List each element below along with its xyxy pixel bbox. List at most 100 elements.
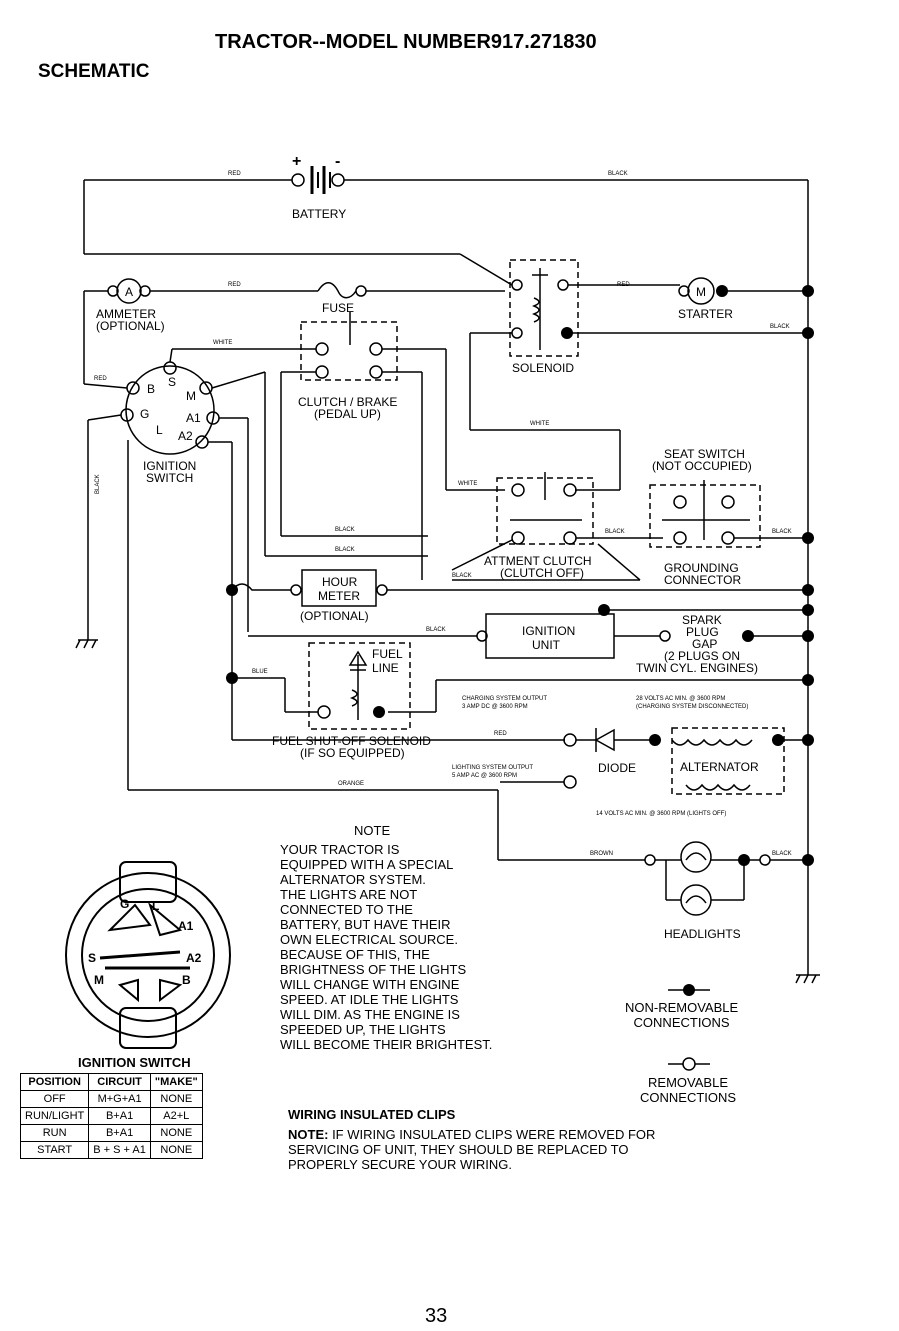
fuel-arrow	[348, 650, 368, 666]
clutch-brake-box	[300, 321, 398, 381]
ammeter-optional: (OPTIONAL)	[96, 319, 165, 333]
table-cell: M+G+A1	[88, 1090, 151, 1108]
volts-28-sub: (CHARGING SYSTEM DISCONNECTED)	[636, 704, 748, 710]
lighting-output-value: 5 AMP AC @ 3600 RPM	[452, 773, 517, 779]
grounding-sub: CONNECTOR	[664, 573, 741, 587]
table-row: RUN B+A1 NONE	[19, 1124, 203, 1142]
wire-label-orange: ORANGE	[338, 781, 364, 787]
seat-switch-box	[649, 484, 761, 548]
headlights-label: HEADLIGHTS	[664, 927, 741, 941]
hour-meter-box	[301, 569, 377, 607]
spark-plug-label-2: PLUG	[686, 625, 719, 639]
connection-dot	[802, 630, 814, 642]
wire-ign-b	[83, 383, 128, 389]
icon-label-g: G	[120, 897, 129, 911]
wire-attmt-right-diag	[597, 543, 641, 581]
charging-output-value: 3 AMP DC @ 3600 RPM	[462, 704, 528, 710]
wire-label-red: RED	[494, 731, 507, 737]
wire-label-red: RED	[228, 171, 241, 177]
terminal-a2	[195, 435, 209, 449]
hour-meter-optional: (OPTIONAL)	[300, 609, 369, 623]
clutch-brake-sub: (PEDAL UP)	[314, 407, 381, 421]
wire-label-black: BLACK	[95, 474, 101, 494]
volts-28-label: 28 VOLTS AC MIN. @ 3600 RPM	[636, 696, 725, 702]
legend-removable: REMOVABLE CONNECTIONS	[640, 1075, 737, 1105]
connection-dot	[802, 854, 814, 866]
battery-plus-terminal	[291, 173, 305, 187]
ignition-switch-label-2: SWITCH	[146, 471, 193, 485]
connection-dot	[649, 734, 661, 746]
connection-dot	[373, 706, 385, 718]
diode-label: DIODE	[598, 761, 636, 775]
terminal-a2-label: A2	[178, 429, 193, 443]
fuel-line-label: FUEL	[372, 647, 403, 661]
terminal-l-label: L	[156, 423, 163, 437]
headlight-filament	[685, 852, 707, 861]
icon-label-s: S	[88, 951, 96, 965]
table-cell: B+A1	[88, 1124, 151, 1142]
clutch-terminal	[315, 365, 329, 379]
fuse-terminal	[355, 285, 367, 297]
seat-terminal	[721, 531, 735, 545]
ground-symbol	[83, 639, 89, 649]
ignition-icon-inner	[81, 888, 215, 1022]
connection-dot	[802, 674, 814, 686]
spark-plug-label-4: (2 PLUGS ON	[664, 649, 740, 663]
solenoid-coil	[531, 297, 540, 323]
table-header: POSITION	[19, 1073, 90, 1091]
connection-dot	[738, 854, 750, 866]
ignition-icon-outer	[65, 872, 231, 1038]
wire-ign-m	[211, 371, 266, 389]
icon-label-a1: A1	[178, 919, 194, 933]
solenoid-terminal	[511, 327, 523, 339]
table-cell: RUN	[19, 1124, 90, 1142]
headlight-filament	[685, 895, 707, 904]
grounding-label: GROUNDING	[664, 561, 739, 575]
section-title: SCHEMATIC	[38, 61, 150, 82]
wire-label-red: RED	[617, 282, 630, 288]
fuel-shutoff-sub: (IF SO EQUIPPED)	[300, 746, 405, 760]
ignition-icon-tab	[119, 1007, 177, 1049]
table-header: CIRCUIT	[88, 1073, 151, 1091]
connection-dot	[802, 734, 814, 746]
table-row: START B + S + A1 NONE	[19, 1141, 203, 1159]
legend-removable-dot	[682, 1057, 696, 1071]
ground-symbol	[91, 639, 97, 649]
attmt-clutch-box	[496, 477, 594, 545]
battery-minus: -	[335, 153, 340, 170]
wire-label-black: BLACK	[772, 851, 792, 857]
fuel-shutoff-label: FUEL SHUT-OFF SOLENOID	[272, 734, 431, 748]
ignition-switch-body	[125, 365, 215, 455]
ignition-icon-blade	[117, 978, 139, 1003]
terminal-a1-label: A1	[186, 411, 201, 425]
alternator-coil	[685, 783, 751, 791]
wire-label-black: BLACK	[452, 573, 472, 579]
charging-output-label: CHARGING SYSTEM OUTPUT	[462, 696, 547, 702]
legend-non-removable: NON-REMOVABLE CONNECTIONS	[625, 1000, 739, 1030]
attmt-terminal	[563, 483, 577, 497]
volts-14-label: 14 VOLTS AC MIN. @ 3600 RPM (LIGHTS OFF)	[596, 811, 726, 817]
note-title: NOTE	[354, 823, 391, 838]
hour-meter-label-2: METER	[318, 589, 360, 603]
clips-note-label: NOTE:	[288, 1127, 329, 1142]
headlight-terminal	[644, 854, 656, 866]
table-cell: NONE	[149, 1124, 203, 1142]
ground-symbol	[795, 974, 801, 984]
hour-meter-label: HOUR	[322, 575, 358, 589]
diode-symbol	[594, 728, 615, 752]
wire-label-black: BLACK	[335, 547, 355, 553]
wire-label-white: WHITE	[213, 340, 232, 346]
spark-plug-label-3: GAP	[692, 637, 717, 651]
terminal-b	[126, 381, 140, 395]
ignition-icon-blade	[99, 950, 181, 960]
alternator-box	[671, 727, 785, 795]
wire-ign-s	[169, 348, 173, 363]
note-body: YOUR TRACTOR IS EQUIPPED WITH A SPECIAL …	[280, 842, 493, 1052]
connection-dot	[598, 604, 610, 616]
table-row: RUN/LIGHT B+A1 A2+L	[19, 1107, 203, 1125]
connection-dot	[802, 285, 814, 297]
clips-title: WIRING INSULATED CLIPS	[288, 1107, 456, 1122]
wire-label-blue: BLUE	[252, 669, 268, 675]
lighting-terminal	[563, 775, 577, 789]
